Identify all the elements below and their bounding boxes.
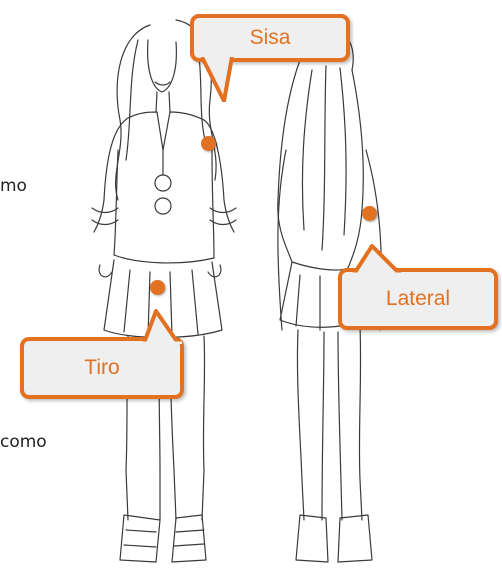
- marker-dot-tiro: [150, 280, 165, 295]
- callout-tiro-label: Tiro: [84, 356, 119, 380]
- callout-lateral-tail: [352, 244, 402, 274]
- callout-tiro: Tiro: [20, 337, 184, 399]
- callout-sisa-label: Sisa: [250, 26, 291, 50]
- marker-dot-lateral: [362, 206, 377, 221]
- callout-sisa: Sisa: [190, 14, 350, 62]
- callout-lateral-label: Lateral: [386, 287, 450, 311]
- callout-sisa-tail: [198, 57, 238, 102]
- callout-lateral: Lateral: [338, 268, 498, 330]
- marker-dot-sisa: [201, 136, 216, 151]
- callout-tiro-tail: [142, 309, 182, 344]
